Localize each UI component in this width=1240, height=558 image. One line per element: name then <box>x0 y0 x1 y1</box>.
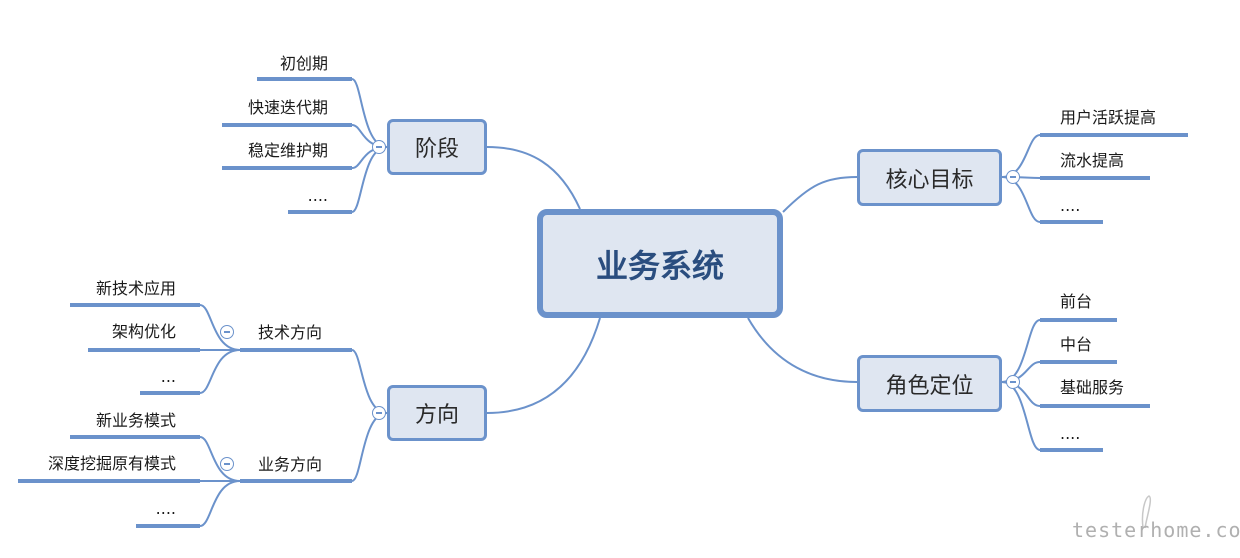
collapse-toggle-direction[interactable] <box>372 406 386 420</box>
branch-stage[interactable]: 阶段 <box>387 119 487 175</box>
stage-item[interactable]: 快速迭代期 <box>247 98 328 117</box>
core-goal-item[interactable]: 流水提高 <box>1060 151 1125 170</box>
sub-branch-business[interactable]: 业务方向 <box>258 455 323 474</box>
core-goal-item[interactable]: .... <box>1060 196 1081 215</box>
collapse-toggle-role[interactable] <box>1006 375 1020 389</box>
collapse-toggle-tech[interactable] <box>220 325 234 339</box>
tech-item[interactable]: 架构优化 <box>111 322 176 341</box>
branch-direction[interactable]: 方向 <box>387 385 487 441</box>
collapse-toggle-stage[interactable] <box>372 140 386 154</box>
sub-branch-tech[interactable]: 技术方向 <box>258 323 323 342</box>
stage-item[interactable]: 初创期 <box>279 54 328 73</box>
connector-center-stage <box>486 146 581 210</box>
watermark-text: testerhome.com <box>1072 518 1240 542</box>
central-topic[interactable]: 业务系统 <box>537 209 783 318</box>
tech-item[interactable]: 新技术应用 <box>95 279 176 298</box>
role-item[interactable]: 中台 <box>1060 335 1093 354</box>
branch-role[interactable]: 角色定位 <box>857 355 1002 412</box>
stage-item[interactable]: .... <box>307 186 328 205</box>
role-item[interactable]: 基础服务 <box>1060 378 1125 397</box>
role-item[interactable]: .... <box>1060 424 1081 443</box>
connector-center-role <box>747 317 858 383</box>
watermark-signature-icon <box>1141 495 1152 529</box>
connector-center-direction <box>486 317 601 414</box>
stage-item[interactable]: 稳定维护期 <box>247 141 328 160</box>
business-item[interactable]: 新业务模式 <box>95 411 176 430</box>
branch-core-goal[interactable]: 核心目标 <box>857 149 1002 206</box>
business-item[interactable]: .... <box>155 499 176 518</box>
role-item[interactable]: 前台 <box>1060 292 1093 311</box>
collapse-toggle-business[interactable] <box>220 457 234 471</box>
business-item[interactable]: 深度挖掘原有模式 <box>47 454 176 473</box>
core-goal-item[interactable]: 用户活跃提高 <box>1060 108 1157 127</box>
collapse-toggle-core-goal[interactable] <box>1006 170 1020 184</box>
tech-item[interactable]: ... <box>160 367 176 386</box>
connector-center-goal <box>782 176 858 213</box>
